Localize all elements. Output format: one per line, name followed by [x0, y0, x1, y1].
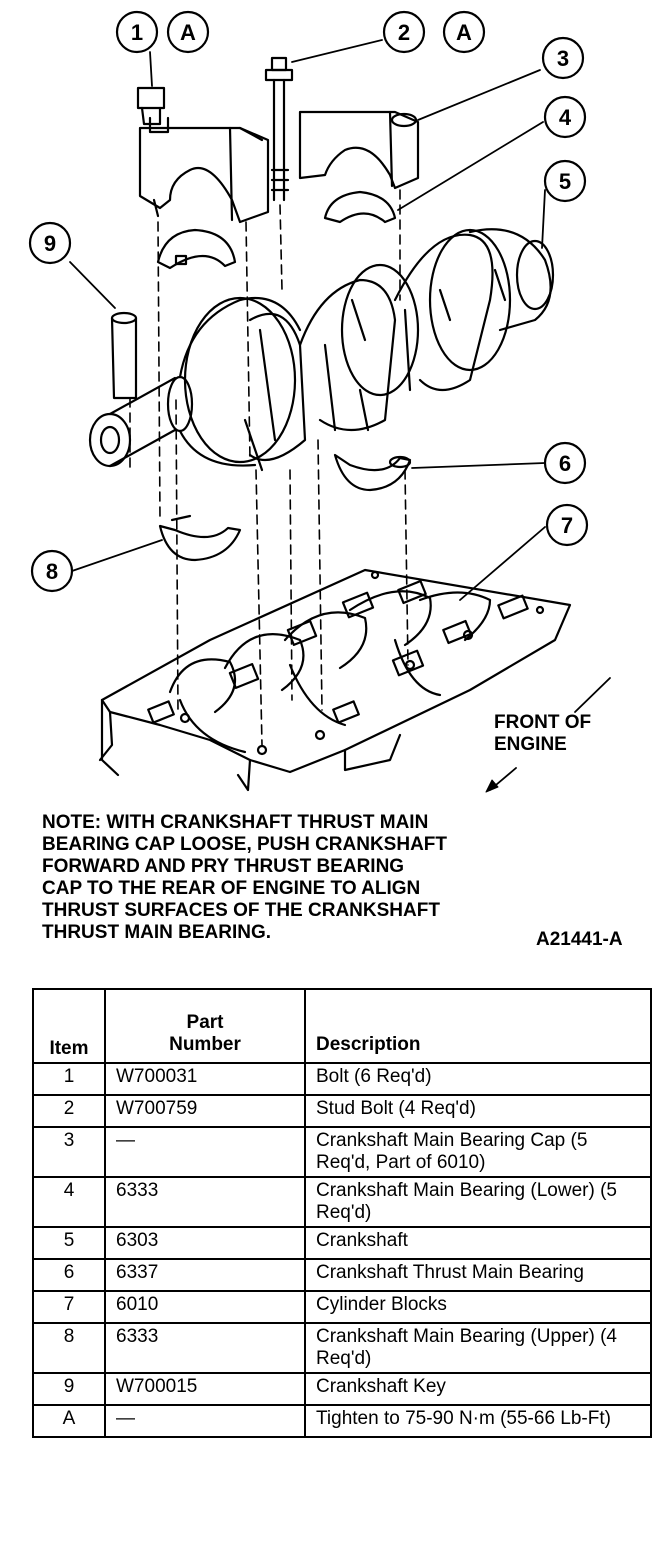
parts-table: Item Part Number Description 1 W700031 B… [32, 988, 652, 1438]
table-row: 5 6303 Crankshaft [32, 1226, 652, 1260]
cell-part: W700015 [104, 1372, 306, 1406]
crankshaft-key [110, 311, 138, 400]
cell-description: Crankshaft [304, 1226, 652, 1260]
cell-item: 6 [32, 1258, 106, 1292]
cell-part: — [104, 1404, 306, 1438]
svg-text:A: A [456, 20, 472, 45]
cell-part: W700031 [104, 1062, 306, 1096]
table-row: 6 6337 Crankshaft Thrust Main Bearing [32, 1258, 652, 1292]
cell-item: 8 [32, 1322, 106, 1374]
callout-1-a: A [166, 10, 210, 54]
callout-8: 8 [30, 549, 74, 593]
cell-part: 6337 [104, 1258, 306, 1292]
cell-item: 3 [32, 1126, 106, 1178]
svg-text:4: 4 [559, 105, 572, 130]
cell-part: 6333 [104, 1322, 306, 1374]
cell-description: Crankshaft Thrust Main Bearing [304, 1258, 652, 1292]
table-row: 7 6010 Cylinder Blocks [32, 1290, 652, 1324]
cell-item: 4 [32, 1176, 106, 1228]
note-line: NOTE: WITH CRANKSHAFT THRUST MAIN [42, 812, 429, 833]
leader-lines [69, 39, 611, 791]
callout-5: 5 [543, 159, 587, 203]
cell-description: Crankshaft Key [304, 1372, 652, 1406]
cell-item: A [32, 1404, 106, 1438]
header-description: Description [304, 988, 652, 1064]
callout-9: 9 [28, 221, 72, 265]
bearing-shell-upper-left [156, 228, 237, 270]
cell-part: W700759 [104, 1094, 306, 1128]
thrust-bearing-6 [333, 453, 412, 492]
header-part-line: Number [169, 1034, 241, 1055]
figure-id: A21441-A [536, 929, 623, 950]
svg-text:9: 9 [44, 231, 56, 256]
callout-6: 6 [543, 441, 587, 485]
cell-description: Stud Bolt (4 Req'd) [304, 1094, 652, 1128]
assembly-note: NOTE: WITH CRANKSHAFT THRUST MAIN BEARIN… [42, 812, 562, 944]
cell-item: 5 [32, 1226, 106, 1260]
cell-item: 9 [32, 1372, 106, 1406]
table-row: 4 6333 Crankshaft Main Bearing (Lower) (… [32, 1176, 652, 1228]
cell-item: 7 [32, 1290, 106, 1324]
cell-part: 6010 [104, 1290, 306, 1324]
svg-text:2: 2 [398, 20, 410, 45]
cell-description: Crankshaft Main Bearing (Lower) (5 Req'd… [304, 1176, 652, 1228]
cell-item: 1 [32, 1062, 106, 1096]
header-part-line: Part [186, 1012, 224, 1033]
svg-text:3: 3 [557, 46, 569, 71]
crankshaft [88, 228, 555, 472]
bearing-shell-lower-8 [158, 514, 242, 562]
stud-bolt [264, 56, 294, 202]
note-line: CAP TO THE REAR OF ENGINE TO ALIGN [42, 878, 421, 899]
table-row: 9 W700015 Crankshaft Key [32, 1372, 652, 1406]
assembly-guide-lines [129, 189, 409, 746]
callout-3: 3 [541, 36, 585, 80]
callout-1: 1 [115, 10, 159, 54]
svg-text:1: 1 [131, 20, 143, 45]
svg-text:8: 8 [46, 559, 58, 584]
header-item: Item [32, 988, 106, 1064]
cell-item: 2 [32, 1094, 106, 1128]
cylinder-block [98, 568, 572, 792]
table-row: 3 — Crankshaft Main Bearing Cap (5 Req'd… [32, 1126, 652, 1178]
cell-description: Tighten to 75-90 N·m (55-66 Lb-Ft) [304, 1404, 652, 1438]
callout-2-a: A [442, 10, 486, 54]
table-header-row: Item Part Number Description [32, 988, 652, 1064]
svg-text:A: A [180, 20, 196, 45]
front-label-line: ENGINE [494, 734, 567, 755]
main-bearing-cap-rear [298, 110, 420, 190]
cell-description: Crankshaft Main Bearing (Upper) (4 Req'd… [304, 1322, 652, 1374]
table-row: A — Tighten to 75-90 N·m (55-66 Lb-Ft) [32, 1404, 652, 1438]
main-bearing-cap-front [136, 86, 270, 224]
cell-description: Cylinder Blocks [304, 1290, 652, 1324]
cell-part: 6303 [104, 1226, 306, 1260]
callout-2: 2 [382, 10, 426, 54]
front-of-engine-label: FRONT OF ENGINE [494, 712, 591, 756]
svg-text:7: 7 [561, 513, 573, 538]
svg-text:5: 5 [559, 169, 571, 194]
cell-description: Crankshaft Main Bearing Cap (5 Req'd, Pa… [304, 1126, 652, 1178]
table-row: 2 W700759 Stud Bolt (4 Req'd) [32, 1094, 652, 1128]
cell-part: — [104, 1126, 306, 1178]
cell-part: 6333 [104, 1176, 306, 1228]
table-row: 8 6333 Crankshaft Main Bearing (Upper) (… [32, 1322, 652, 1374]
front-label-line: FRONT OF [494, 712, 592, 733]
table-row: 1 W700031 Bolt (6 Req'd) [32, 1062, 652, 1096]
note-line: THRUST SURFACES OF THE CRANKSHAFT [42, 900, 440, 921]
header-part-number: Part Number [104, 988, 306, 1064]
cell-description: Bolt (6 Req'd) [304, 1062, 652, 1096]
note-line: THRUST MAIN BEARING. [42, 922, 272, 943]
bearing-shell-upper-4 [323, 190, 397, 224]
note-line: BEARING CAP LOOSE, PUSH CRANKSHAFT [42, 834, 448, 855]
svg-text:6: 6 [559, 451, 571, 476]
callout-4: 4 [543, 95, 587, 139]
note-line: FORWARD AND PRY THRUST BEARING [42, 856, 405, 877]
exploded-view-diagram: 1 A 2 A 3 4 5 6 [28, 10, 611, 793]
callout-7: 7 [545, 503, 589, 547]
callout-markers: 1 A 2 A 3 4 5 6 [28, 10, 589, 593]
